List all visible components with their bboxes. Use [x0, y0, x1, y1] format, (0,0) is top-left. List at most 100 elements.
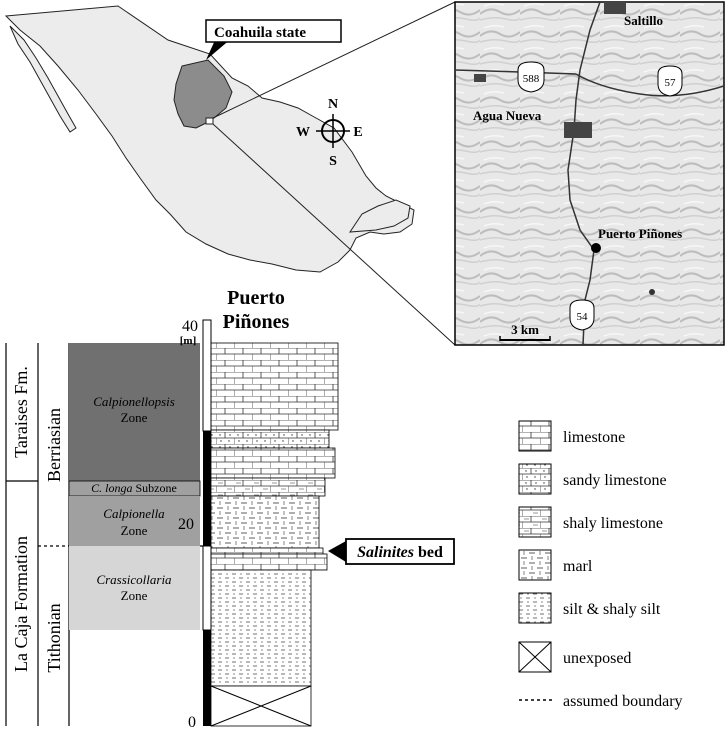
saltillo-label: Saltillo: [624, 13, 663, 28]
bed-limestone-mid: [210, 447, 336, 479]
scale-unit: [m]: [180, 335, 197, 347]
zone-c-longa-name: C. longa: [91, 481, 132, 495]
shield-54: 54: [569, 299, 595, 331]
zone-c-longa-label: C. longa Subzone: [91, 481, 177, 495]
inset-connector-bottom: [212, 123, 456, 346]
mexico-outline: [4, 5, 415, 273]
legend-item-limestone: limestone: [518, 420, 625, 452]
legend-label-dashed: assumed boundary: [563, 693, 683, 710]
unexposed-cross-b: [210, 685, 312, 727]
legend-swatch-limestone: [518, 420, 552, 452]
zone-crassicollaria-suffix: Zone: [121, 588, 148, 603]
shield-57-label: 57: [665, 77, 677, 89]
zone-c-longa-suffix: Subzone: [136, 481, 177, 495]
salinites-italic: Salinites: [357, 544, 414, 561]
bed-marl-upper: [210, 495, 320, 549]
zone-crassicollaria: [69, 546, 200, 630]
shield-588: 588: [517, 61, 545, 93]
salinites-arrow: [328, 541, 346, 562]
stage-berriasian: Berriasian: [44, 408, 64, 482]
legend-item-marl: marl: [518, 549, 593, 581]
coahuila-state: [173, 59, 233, 129]
bed-limestone-top: [210, 342, 339, 431]
section-title-line1: Puerto: [227, 287, 285, 309]
compass-rose: N S W E: [296, 97, 363, 169]
inset-map: 588 57 54 Saltillo Agua Nueva Puerto Piñ…: [454, 1, 725, 346]
bed-shaly-limestone: [210, 477, 326, 497]
study-area-marker: [205, 117, 214, 125]
shield-588-label: 588: [523, 73, 540, 85]
legend-label-marl: marl: [563, 558, 593, 575]
zone-crassicollaria-name: Crassicollaria: [96, 572, 172, 587]
column-axis-white-mid: [202, 545, 212, 631]
bed-limestone-thin: [210, 553, 328, 571]
agua-nueva-marker: [564, 122, 592, 138]
legend-item-assumed-boundary: assumed boundary: [519, 693, 683, 710]
small-town-marker: [474, 74, 486, 82]
tick-0: 0: [188, 714, 196, 730]
agua-nueva-label: Agua Nueva: [473, 108, 542, 123]
legend-item-shaly-limestone: shaly limestone: [518, 506, 663, 538]
callout-box: [205, 19, 342, 43]
highway-57: [575, 73, 724, 97]
shield-54-label: 54: [577, 311, 589, 323]
compass-south: S: [329, 154, 337, 169]
legend-item-unexposed: unexposed: [518, 641, 631, 673]
zone-calpionellopsis-name: Calpionellopsis: [93, 394, 175, 409]
legend-item-sandy-limestone: sandy limestone: [518, 463, 667, 495]
baja-california: [9, 25, 77, 133]
highway-54: [567, 2, 601, 345]
legend-label-limestone: limestone: [563, 429, 625, 446]
bed-silt: [210, 569, 312, 687]
zone-calpionella-name: Calpionella: [103, 506, 165, 521]
callout-pointer: [206, 38, 232, 60]
zone-calpionella: [69, 496, 200, 546]
zone-calpionella-suffix: Zone: [121, 523, 148, 538]
stratigraphic-section: Puerto Piñones Taraises Fm. La Caja Form…: [5, 287, 455, 730]
bed-salinites: [210, 547, 324, 555]
bed-sandy-limestone: [210, 429, 330, 449]
salinites-box: [345, 538, 455, 565]
scale-label: 3 km: [511, 322, 539, 337]
compass-west: W: [296, 125, 310, 140]
inset-connector-top: [212, 1, 456, 119]
column-axis-black-lower: [203, 630, 211, 726]
yucatan-peninsula: [349, 199, 411, 233]
legend-swatch-silt: [518, 592, 552, 624]
mexico-map: [4, 1, 456, 346]
legend-swatch-marl: [518, 549, 552, 581]
legend: limestone sandy limestone shaly limeston…: [518, 420, 683, 710]
salinites-callout: Salinites bed: [328, 538, 455, 565]
column-axis-black-upper: [203, 431, 211, 546]
compass-east: E: [353, 125, 362, 140]
salinites-suffix: bed: [414, 544, 443, 561]
salinites-label: Salinites bed: [357, 544, 443, 561]
legend-swatch-sandy: [518, 463, 552, 495]
coahuila-callout: Coahuila state: [205, 19, 342, 60]
legend-swatch-shaly: [518, 506, 552, 538]
dark-spot-marker: [649, 289, 655, 295]
saltillo-marker: [604, 2, 626, 14]
legend-label-silt: silt & shaly silt: [563, 601, 661, 618]
section-title-line2: Piñones: [223, 311, 290, 333]
scale-bar: 3 km: [499, 322, 551, 341]
legend-label-sandy: sandy limestone: [563, 472, 667, 489]
inset-frame: [454, 1, 725, 346]
zone-calpionellopsis: [69, 343, 200, 481]
zone-calpionellopsis-suffix: Zone: [121, 410, 148, 425]
shield-57: 57: [657, 65, 683, 97]
formation-la-caja: La Caja Formation: [11, 536, 31, 672]
column-axis-white-upper: [202, 319, 212, 432]
tick-20: 20: [178, 516, 194, 533]
legend-label-unexposed: unexposed: [563, 650, 631, 667]
tick-40: 40: [182, 318, 198, 335]
stage-tithonian: Tithonian: [44, 603, 64, 672]
compass-north: N: [328, 97, 338, 112]
puerto-pinones-label: Puerto Piñones: [598, 226, 682, 241]
formation-taraises: Taraises Fm.: [11, 366, 31, 458]
callout-label: Coahuila state: [214, 25, 306, 41]
legend-label-shaly: shaly limestone: [563, 515, 663, 532]
puerto-pinones-marker: [591, 243, 601, 253]
legend-item-silt: silt & shaly silt: [518, 592, 661, 624]
